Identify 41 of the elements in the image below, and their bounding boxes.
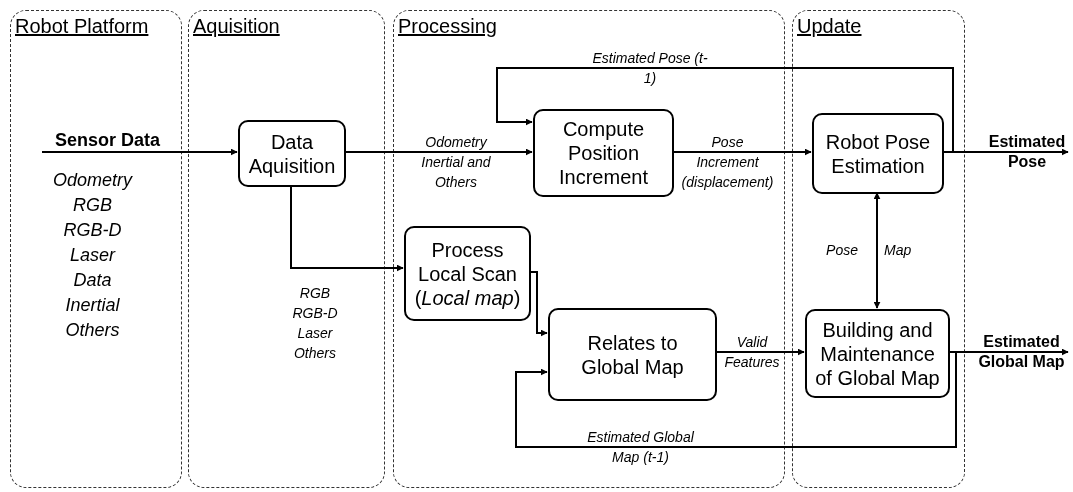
note-text: Map <box>884 241 913 260</box>
process-box <box>533 109 674 197</box>
lane-title: Update <box>797 15 862 38</box>
arrow <box>515 351 957 448</box>
process-box <box>812 113 944 194</box>
box-label: Relates to Global Map <box>580 330 685 379</box>
edge-label: Estimated Pose (t-1) <box>591 49 709 88</box>
arrow <box>672 148 812 156</box>
box-label: Robot Pose Estimation <box>824 129 932 178</box>
process-box <box>404 226 531 321</box>
swimlane <box>188 10 385 488</box>
arrow <box>529 271 548 337</box>
edge-label: Estimated Global Map <box>977 332 1066 372</box>
box-label: Compute Position Increment <box>558 117 649 189</box>
process-box <box>548 308 717 401</box>
lane-title: Processing <box>398 15 497 38</box>
arrow <box>873 192 881 309</box>
arrow <box>41 148 238 156</box>
note-text: Odometry RGB RGB-D Laser Data Inertial Others <box>52 169 134 342</box>
note-text: Pose <box>825 241 858 260</box>
arrow <box>344 148 533 156</box>
edge-label: Estimated Global Map (t-1) <box>586 428 695 467</box>
process-box <box>238 120 346 187</box>
arrow <box>715 348 805 356</box>
lane-title: Robot Platform <box>15 15 149 38</box>
edge-label: Pose Increment (displacement) <box>680 133 775 192</box>
process-box <box>805 309 950 398</box>
box-label: Process Local Scan (Local map) <box>413 237 522 310</box>
edge-label: Estimated Pose <box>987 132 1067 172</box>
arrow <box>496 67 954 153</box>
swimlane <box>393 10 785 488</box>
edge-label: RGB RGB-D Laser Others <box>291 284 339 363</box>
edge-label: Sensor Data <box>53 130 161 150</box>
box-label: Building and Maintenance of Global Map <box>814 317 941 390</box>
edge-label: Valid Features <box>723 333 781 372</box>
lane-title: Aquisition <box>193 15 280 38</box>
box-label: Data Aquisition <box>247 129 337 178</box>
swimlane <box>792 10 965 488</box>
arrow <box>290 185 404 272</box>
swimlane <box>10 10 182 488</box>
edge-label: Odometry Inertial and Others <box>420 133 492 192</box>
